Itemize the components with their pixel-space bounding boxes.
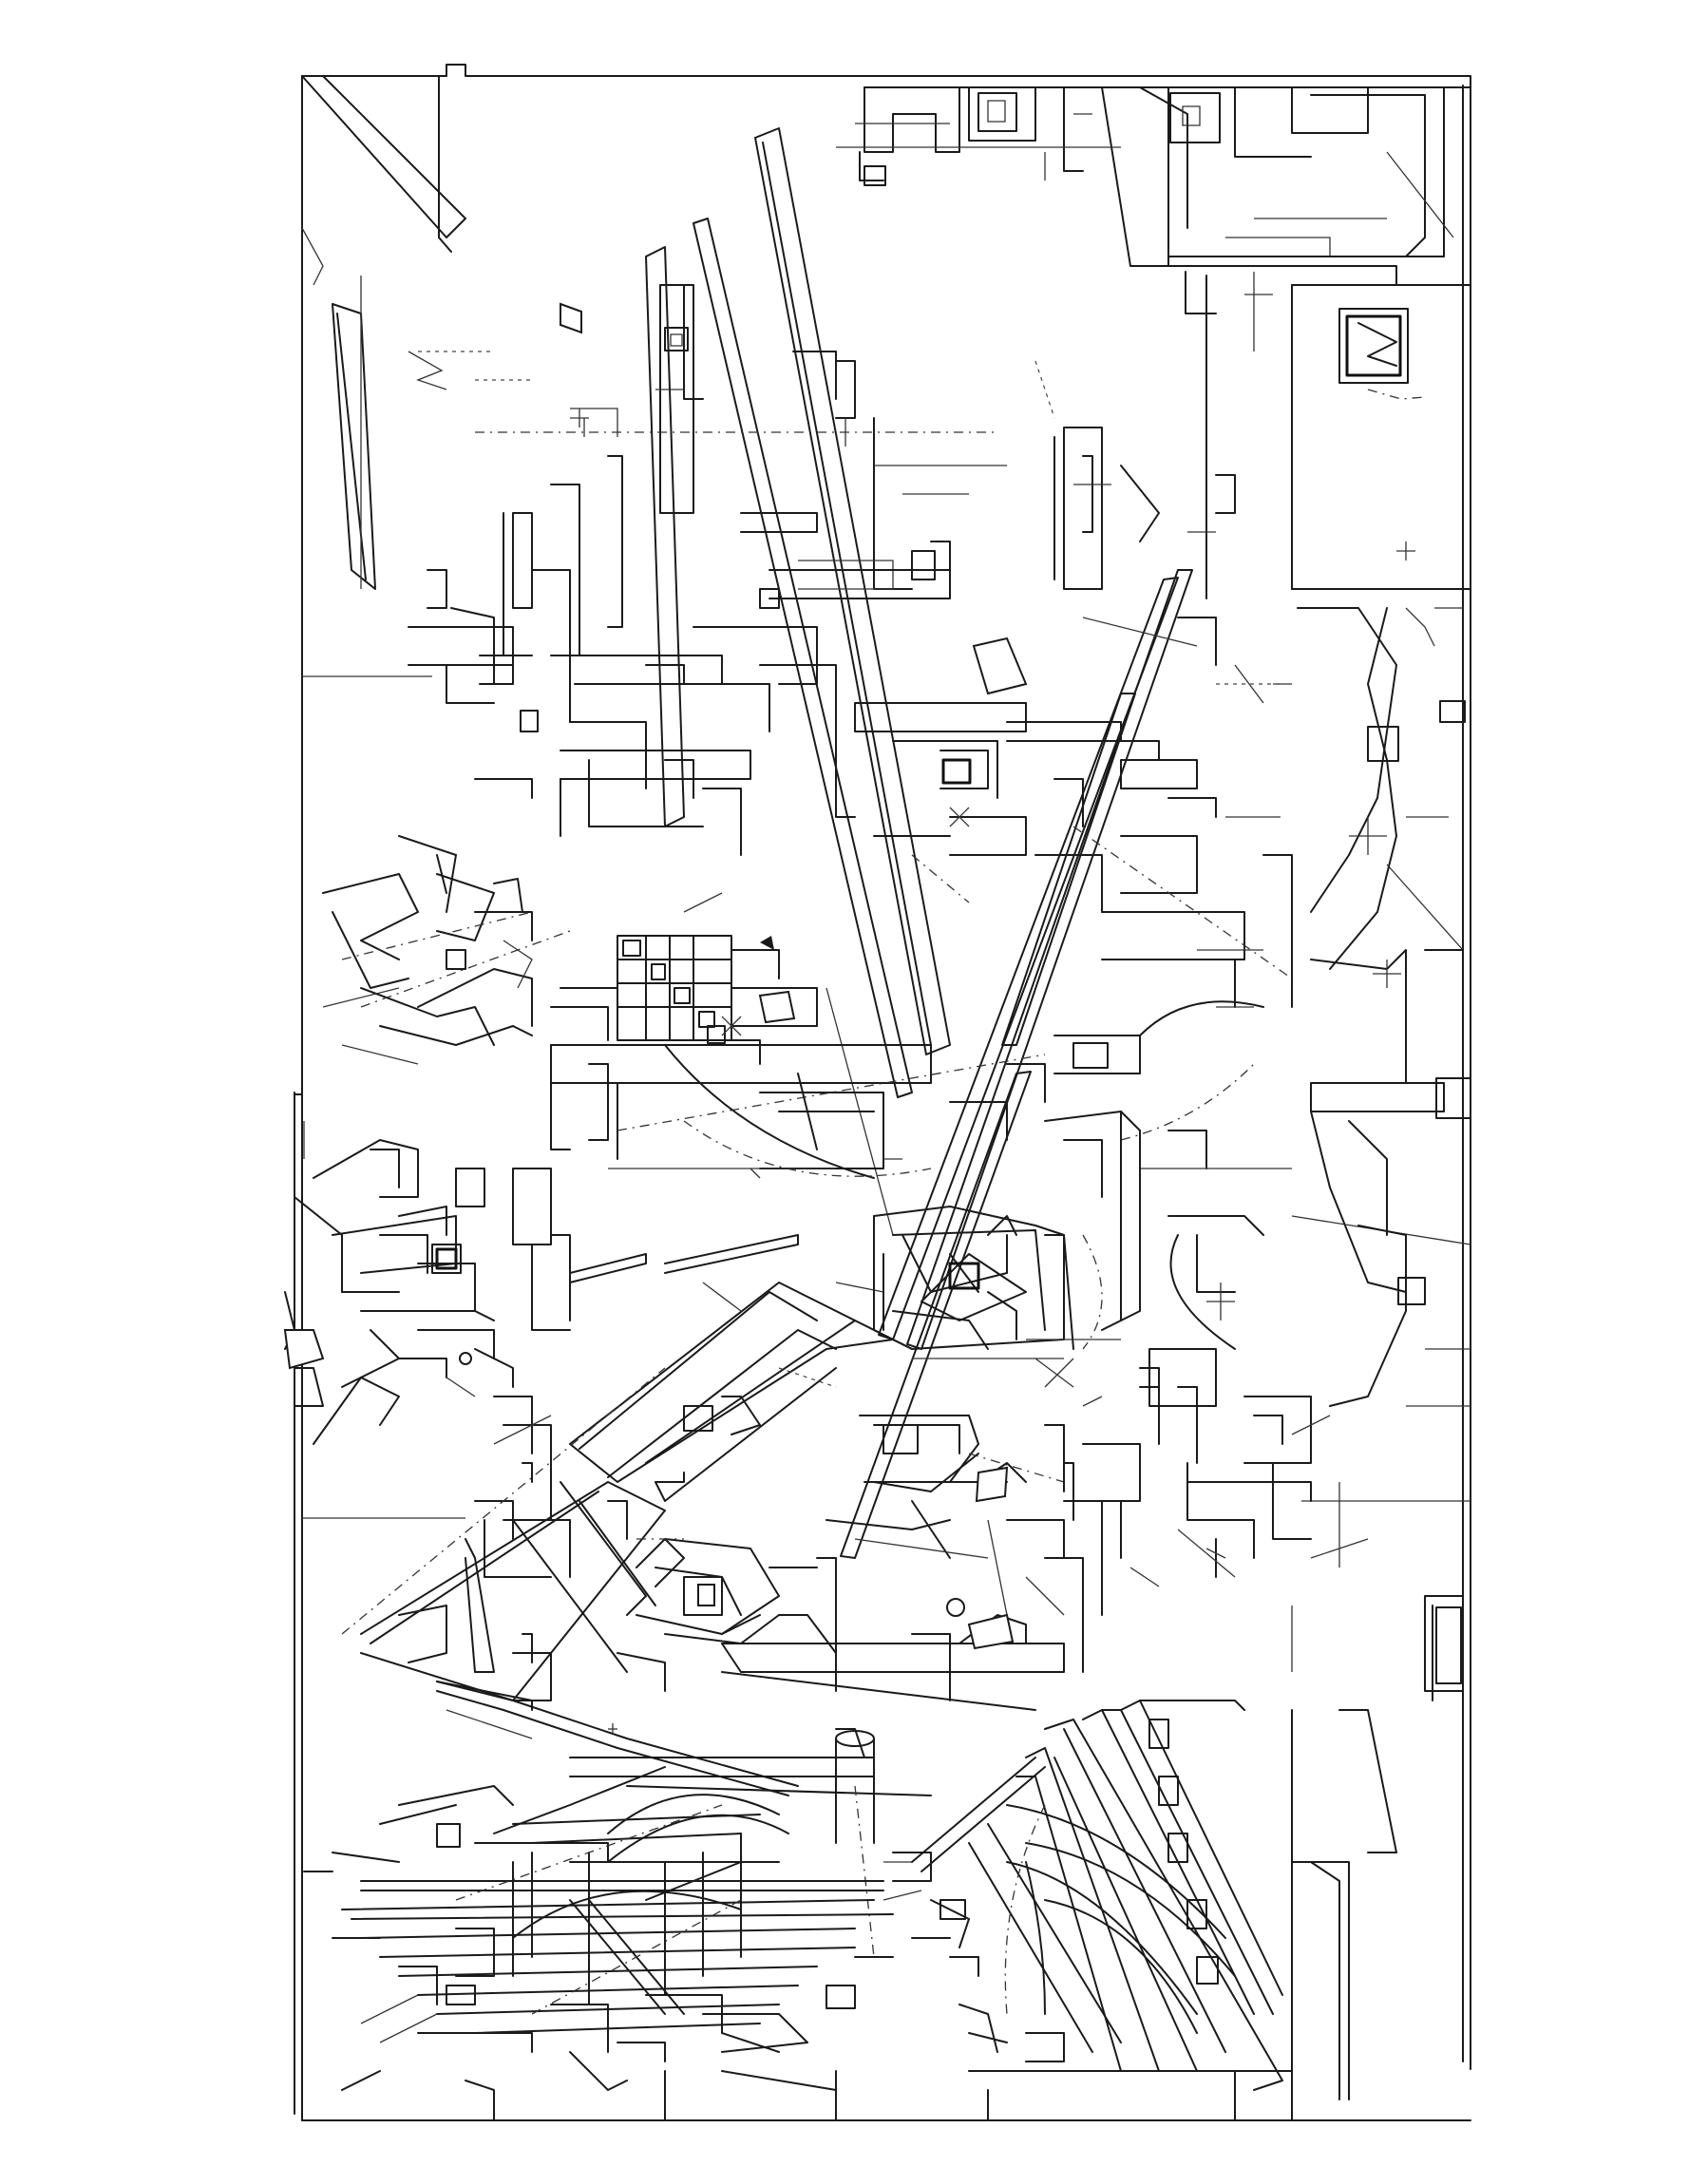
- left-mid-blocks: [285, 1140, 570, 1577]
- top-right-building-block: [836, 87, 1471, 352]
- bottom-right-diagonal-fan: [912, 1700, 1349, 2120]
- lattice-grid: [551, 936, 817, 1064]
- diagonal-plates-center: [342, 1235, 893, 1634]
- scattered-marks: [418, 352, 1415, 1735]
- lower-left-shards: [361, 1482, 836, 1738]
- central-cube-room: [874, 1206, 1121, 1387]
- left-exploded-fragments: [294, 836, 570, 1168]
- center-lower-rooms: [826, 1416, 1102, 1672]
- right-side-panels: [1206, 276, 1471, 2100]
- long-diagonal-plank: [437, 1596, 1064, 1957]
- upper-center-cluster: [475, 285, 1235, 656]
- right-mid-rooms: [1045, 1112, 1330, 1586]
- central-diagonal-beams: [646, 128, 1192, 1558]
- middle-horizontal-bands: [551, 1001, 1292, 1178]
- top-left-zigzag-plane: [302, 76, 581, 589]
- bottom-left-dense-cluster: [304, 1767, 978, 2120]
- middle-upper-building-mass: [408, 513, 1292, 1007]
